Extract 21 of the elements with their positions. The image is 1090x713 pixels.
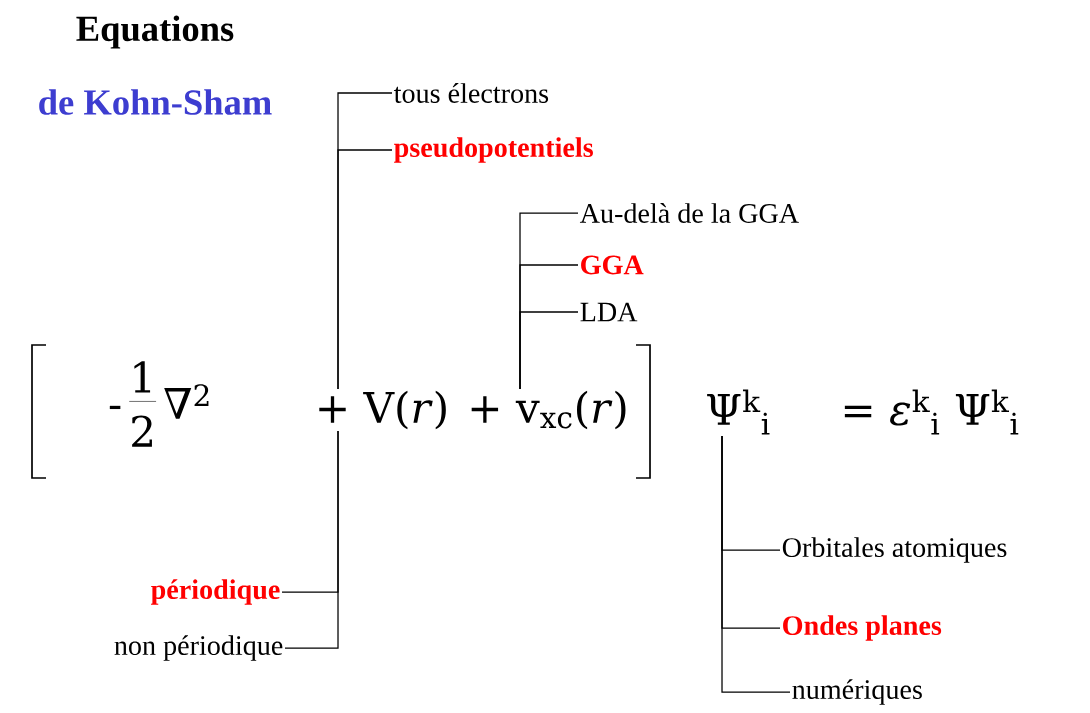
- branch-label: LDA: [580, 302, 638, 322]
- equation-term: = ε$^{k}$$_{i}$ Ψ$^{k}$i: [844, 389, 1019, 435]
- connector-line: [284, 430, 339, 649]
- heading: Equations: [76, 15, 234, 49]
- branch-label: pseudopotentiels: [394, 137, 593, 163]
- branch-label: périodique: [151, 579, 280, 605]
- equation-term: + V(r): [319, 390, 446, 430]
- connector-line: [721, 435, 791, 693]
- branch-label: GGA: [581, 255, 644, 275]
- equation-term: Ψ$^{k}$i: [707, 389, 770, 435]
- connector-line: [519, 311, 579, 390]
- branch-label: Ondes planes: [783, 615, 942, 641]
- equation-term: + v$_{xc}$(r): [471, 390, 626, 430]
- branch-label: numériques: [792, 679, 922, 705]
- heading: de Kohn-Sham: [39, 89, 272, 115]
- branch-label: Au-delà de la GGA: [579, 203, 799, 223]
- branch-label: Orbitales atomiques: [782, 537, 1007, 563]
- equation-term: - 1 2 ∇$^{2}$: [109, 361, 209, 447]
- connector-line: [337, 149, 393, 390]
- branch-label: non périodique: [114, 635, 283, 661]
- branch-label: tous électrons: [393, 83, 549, 103]
